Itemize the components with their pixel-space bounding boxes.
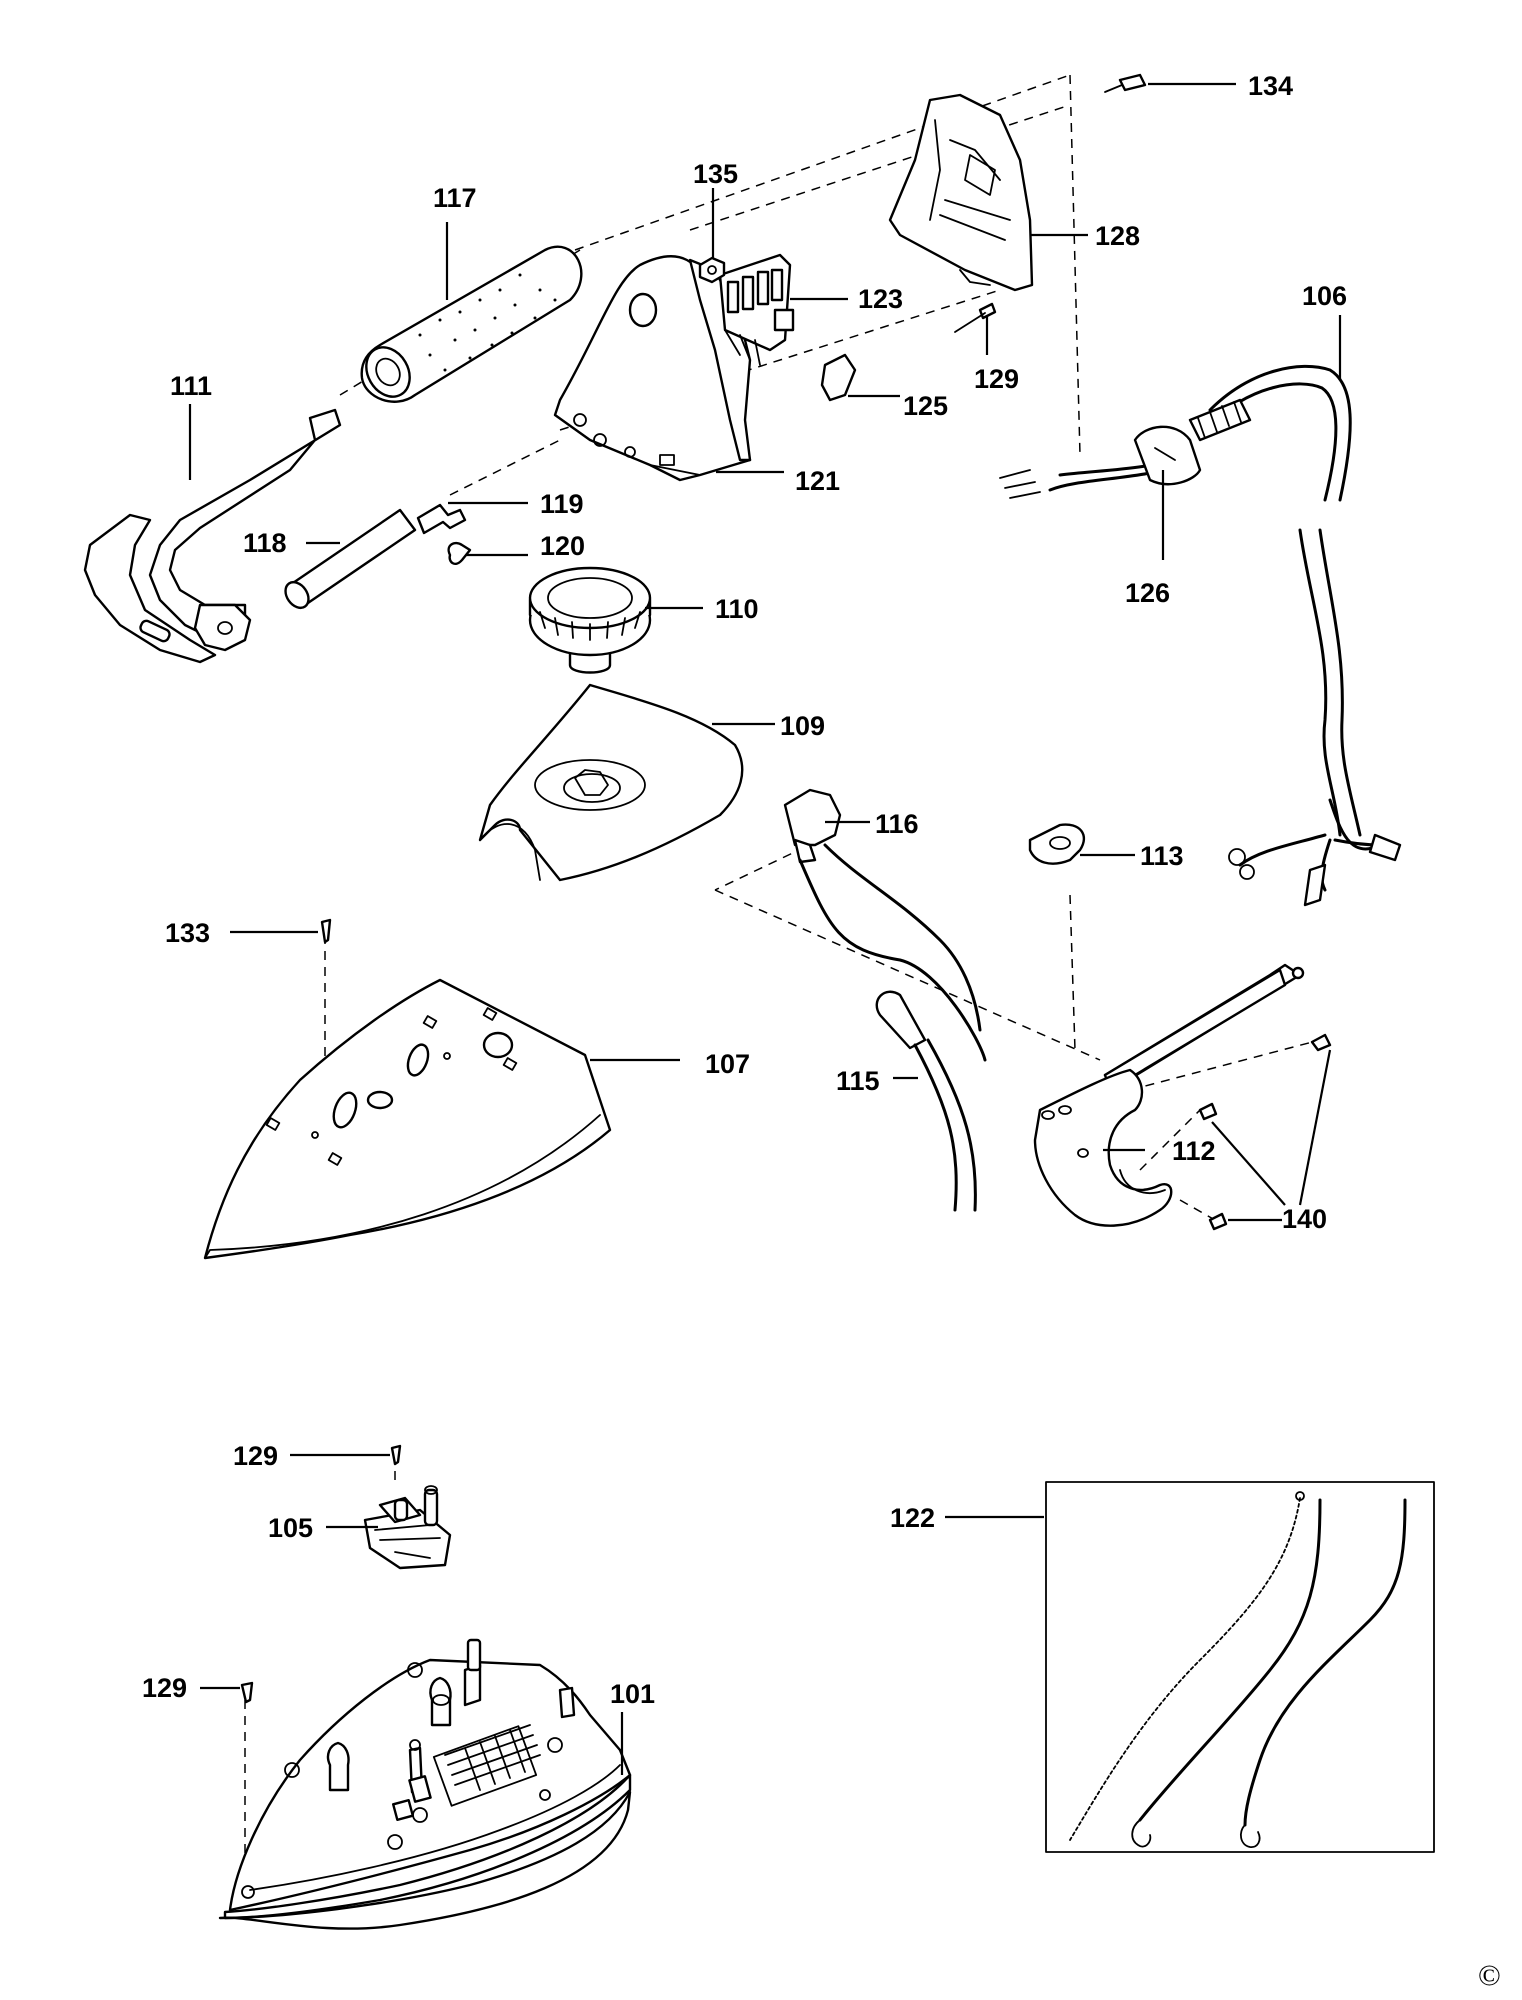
label-126: 126 xyxy=(1125,578,1170,608)
tube-part-118 xyxy=(284,508,417,610)
pad-part-113 xyxy=(1028,823,1086,865)
label-112: 112 xyxy=(1172,1136,1216,1166)
internal-cable-part-116 xyxy=(783,788,987,1062)
rear-cover-part-128 xyxy=(888,93,1034,292)
screw-part-133 xyxy=(320,918,332,944)
clip-part-120 xyxy=(447,541,472,565)
label-120: 120 xyxy=(540,531,585,561)
screw-part-129-middle xyxy=(390,1444,402,1466)
leader-lines xyxy=(188,82,1342,1775)
label-107: 107 xyxy=(705,1049,750,1079)
label-129-upper: 129 xyxy=(974,364,1019,394)
screw-part-129-upper xyxy=(954,302,997,333)
handle-grip-part-117 xyxy=(360,245,583,403)
label-105: 105 xyxy=(268,1513,313,1543)
soleplate-cover-part-107 xyxy=(203,978,612,1260)
label-122: 122 xyxy=(890,1503,935,1533)
label-111: 111 xyxy=(170,371,212,401)
thermostat-part-105 xyxy=(363,1485,452,1570)
screw-part-129-lower xyxy=(240,1681,254,1704)
label-128: 128 xyxy=(1095,221,1140,251)
label-110: 110 xyxy=(715,594,759,624)
label-118: 118 xyxy=(243,528,287,558)
probe-wire-part-115 xyxy=(875,990,977,1212)
label-116: 116 xyxy=(875,809,919,839)
label-106: 106 xyxy=(1302,281,1347,311)
label-123: 123 xyxy=(858,284,903,314)
label-113: 113 xyxy=(1140,841,1184,871)
nut-part-135 xyxy=(698,256,726,284)
clip-part-125 xyxy=(820,353,857,402)
label-121: 121 xyxy=(795,466,840,496)
connector-part-119 xyxy=(416,503,467,535)
power-cord-part-106 xyxy=(999,364,1402,907)
label-140: 140 xyxy=(1282,1204,1327,1234)
label-129-middle: 129 xyxy=(233,1441,278,1471)
label-129-lower: 129 xyxy=(142,1673,187,1703)
strain-relief-part-126 xyxy=(1133,398,1252,486)
element-bracket-part-112 xyxy=(1033,963,1305,1227)
screw-part-134 xyxy=(1104,73,1147,93)
label-125: 125 xyxy=(903,391,948,421)
top-cover-part-109 xyxy=(478,683,744,882)
grip-texture xyxy=(418,273,557,372)
label-134: 134 xyxy=(1248,71,1293,101)
part-number-labels: 134 135 117 128 123 106 129 111 125 121 … xyxy=(142,71,1501,1992)
label-135: 135 xyxy=(693,159,738,189)
screws-part-140 xyxy=(1198,1033,1332,1231)
label-117: 117 xyxy=(433,183,477,213)
switch-block-part-123 xyxy=(718,253,795,366)
label-133: 133 xyxy=(165,918,210,948)
label-101: 101 xyxy=(610,1679,655,1709)
copyright-symbol: © xyxy=(1478,1959,1501,1992)
label-119: 119 xyxy=(540,489,584,519)
label-109: 109 xyxy=(780,711,825,741)
assembly-guide-lines xyxy=(244,74,1321,1900)
label-115: 115 xyxy=(836,1066,880,1096)
soleplate-part-101 xyxy=(218,1638,632,1930)
temperature-knob-part-110 xyxy=(528,566,652,674)
handle-frame-part-111 xyxy=(83,408,342,664)
wire-set-part-122 xyxy=(1045,1481,1435,1853)
